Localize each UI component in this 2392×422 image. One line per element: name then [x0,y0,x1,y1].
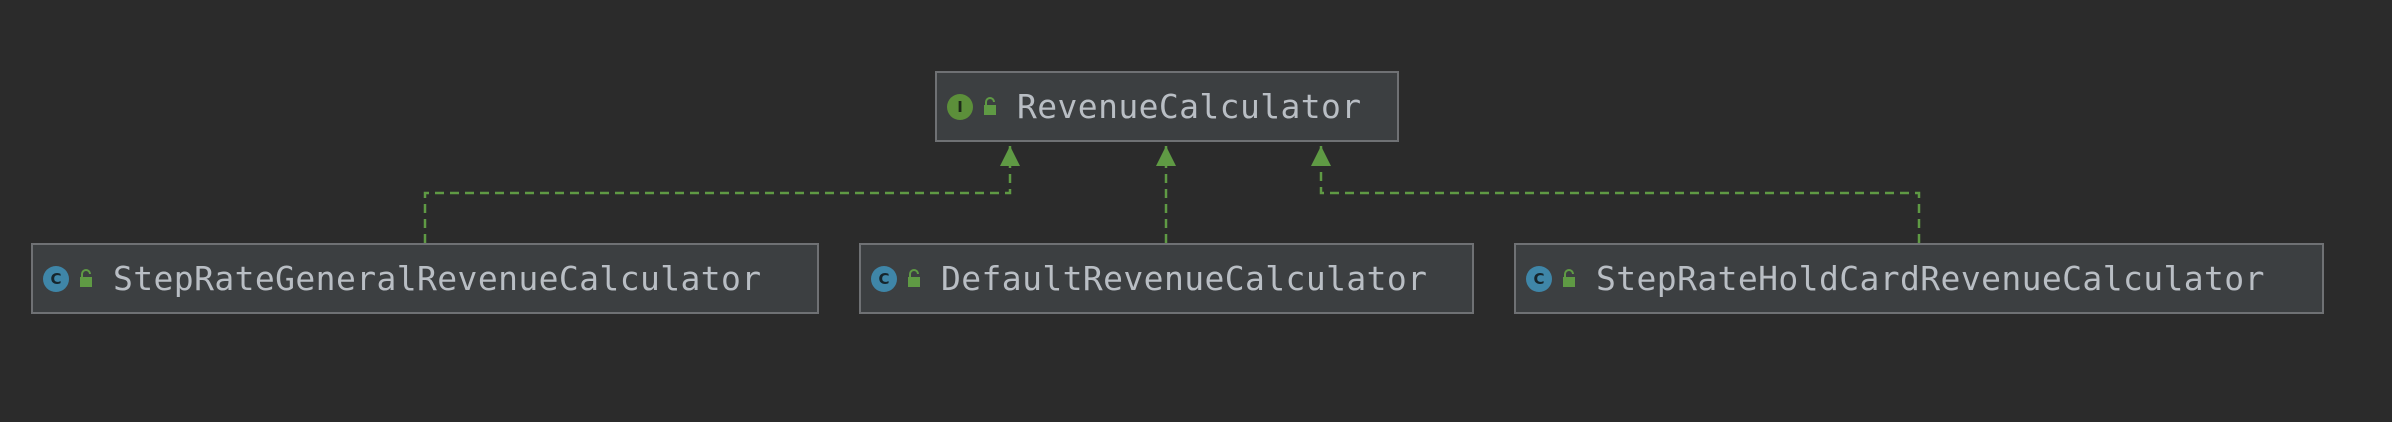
arrowhead-stepRateGeneral [1000,146,1020,166]
public-lock-icon [80,268,92,287]
node-name: RevenueCalculator [1017,87,1362,126]
edge-implements-stepRateHoldCard [1319,146,1921,243]
node-name: StepRateGeneralRevenueCalculator [113,259,762,298]
class-node-step-rate-general[interactable]: C StepRateGeneralRevenueCalculator [31,243,819,314]
edge-implements-stepRateGeneral [423,146,1012,243]
public-lock-icon [1563,268,1575,287]
public-lock-icon [908,268,920,287]
interface-icon: I [947,93,973,120]
class-icon: C [1526,265,1552,292]
node-name: DefaultRevenueCalculator [941,259,1428,298]
node-name: StepRateHoldCardRevenueCalculator [1596,259,2265,298]
arrowhead-stepRateHoldCard [1311,146,1331,166]
class-node-step-rate-hold-card[interactable]: C StepRateHoldCardRevenueCalculator [1514,243,2324,314]
class-icon: C [871,265,897,292]
arrowhead-default [1156,146,1176,166]
public-lock-icon [984,96,996,115]
interface-node-revenue-calculator[interactable]: I RevenueCalculator [935,71,1399,142]
class-node-default[interactable]: C DefaultRevenueCalculator [859,243,1474,314]
class-icon: C [43,265,69,292]
